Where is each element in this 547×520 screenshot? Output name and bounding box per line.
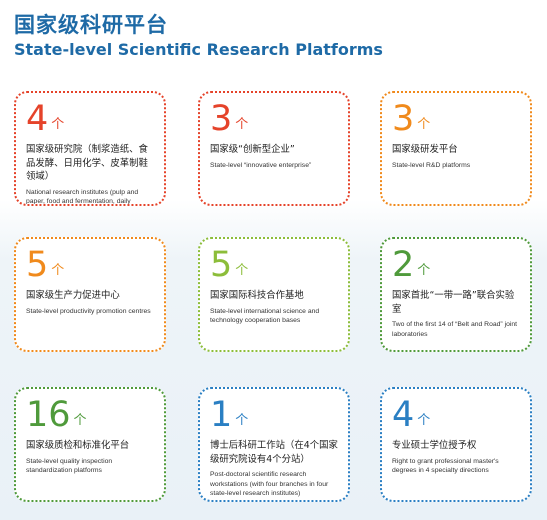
card-count: 4 个 <box>26 100 156 137</box>
count-unit: 个 <box>73 413 87 428</box>
platform-card-rd-platforms: 3 个 国家级研发平台 State-level R&D platforms <box>380 91 532 206</box>
platform-card-quality-inspection: 16 个 国家级质检和标准化平台 State-level quality ins… <box>14 387 166 502</box>
card-desc-en: Two of the first 14 of “Belt and Road” j… <box>392 321 518 338</box>
card-desc-en: National research institutes (pulp and p… <box>26 188 139 206</box>
card-title-cn: 国家首批“一带一路”联合实验室 <box>392 290 515 315</box>
card-desc-en: State-level productivity promotion centr… <box>26 307 151 315</box>
card-title-cn: 国家级研发平台 <box>392 144 458 155</box>
count-number: 4 <box>26 99 49 139</box>
count-unit: 个 <box>235 117 249 132</box>
platform-card-masters-degrees: 4 个 专业硕士学位授予权 Right to grant professiona… <box>380 387 532 502</box>
count-number: 1 <box>210 395 233 435</box>
card-count: 1 个 <box>210 396 340 433</box>
count-number: 2 <box>392 245 415 285</box>
count-number: 16 <box>26 395 71 435</box>
count-unit: 个 <box>51 263 65 278</box>
count-unit: 个 <box>235 413 249 428</box>
card-desc-en: State-level “innovative enterprise” <box>210 161 312 169</box>
card-desc-en: State-level quality inspection standardi… <box>26 457 113 475</box>
count-number: 3 <box>210 99 233 139</box>
count-unit: 个 <box>417 117 431 132</box>
platform-card-productivity-centres: 5 个 国家级生产力促进中心 State-level productivity … <box>14 237 166 352</box>
card-title-cn: 国家级生产力促进中心 <box>26 290 120 301</box>
platform-card-postdoctoral-workstations: 1 个 博士后科研工作站（在4个国家级研究院设有4个分站） Post-docto… <box>198 387 350 502</box>
card-desc-en: Right to grant professional master's deg… <box>392 457 499 475</box>
count-number: 5 <box>26 245 49 285</box>
card-count: 3 个 <box>392 100 522 137</box>
card-count: 5 个 <box>26 246 156 283</box>
card-title-cn: 国家级研究院（制浆造纸、食品发酵、日用化学、皮革制鞋领域） <box>26 144 148 182</box>
card-desc-en: State-level R&D platforms <box>392 161 471 169</box>
card-title-cn: 国家国际科技合作基地 <box>210 290 304 301</box>
count-number: 3 <box>392 99 415 139</box>
platform-card-innovative-enterprise: 3 个 国家级“创新型企业” State-level “innovative e… <box>198 91 350 206</box>
card-desc-en: Post-doctoral scientific research workst… <box>210 471 329 498</box>
platform-card-international-cooperation: 5 个 国家国际科技合作基地 State-level international… <box>198 237 350 352</box>
count-unit: 个 <box>235 263 249 278</box>
card-title-cn: 国家级质检和标准化平台 <box>26 440 130 451</box>
platform-card-national-research-institutes: 4 个 国家级研究院（制浆造纸、食品发酵、日用化学、皮革制鞋领域） Nation… <box>14 91 166 206</box>
page-subtitle: State-level Scientific Research Platform… <box>14 40 383 59</box>
card-title-cn: 博士后科研工作站（在4个国家级研究院设有4个分站） <box>210 440 338 465</box>
page-title: 国家级科研平台 <box>14 13 168 37</box>
platform-card-belt-and-road-labs: 2 个 国家首批“一带一路”联合实验室 Two of the first 14 … <box>380 237 532 352</box>
count-unit: 个 <box>417 413 431 428</box>
card-title-cn: 国家级“创新型企业” <box>210 144 295 155</box>
card-count: 4 个 <box>392 396 522 433</box>
card-count: 5 个 <box>210 246 340 283</box>
card-title-cn: 专业硕士学位授予权 <box>392 440 477 451</box>
card-desc-en: State-level international science and te… <box>210 307 320 325</box>
count-unit: 个 <box>51 117 65 132</box>
card-count: 2 个 <box>392 246 522 283</box>
count-unit: 个 <box>417 263 431 278</box>
card-count: 16 个 <box>26 396 156 433</box>
count-number: 4 <box>392 395 415 435</box>
card-count: 3 个 <box>210 100 340 137</box>
count-number: 5 <box>210 245 233 285</box>
